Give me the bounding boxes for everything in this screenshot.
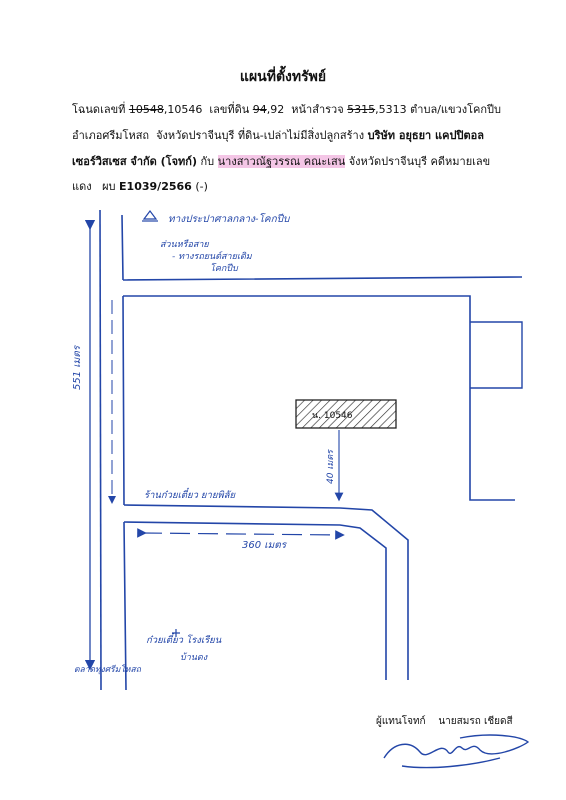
cross-marker-icon — [172, 629, 180, 637]
bottom-note-1: ก๋วยเตี๋ยว โรงเรียน — [146, 633, 222, 646]
deed-line-3: เซอร์วิสเซส จำกัด (โจทก์) กับ นางสาวณัฐว… — [72, 152, 512, 170]
page-title: แผนที่ตั้งทรัพย์ — [239, 69, 327, 85]
signature-scribble — [383, 734, 530, 769]
province: จังหวัดปราจีนบุรี — [156, 129, 235, 142]
plaintiff: บริษัท อยุธยา แคปปิตอล — [367, 129, 484, 142]
subdistrict: ตำบล/แขวงโคกปีบ — [410, 103, 501, 116]
deed-line-4: แดง ผบ E1039/2566 (-) — [72, 177, 512, 195]
signature-name: นายสมรถ เชียดสี — [438, 716, 513, 727]
deed-label: โฉนดเลขที่ — [72, 103, 126, 116]
top-road — [122, 276, 523, 501]
bottom-left-note: ตลาดทุ่งศรีมโหสถ — [74, 664, 142, 675]
shop-note: ร้านก๋วยเตี๋ยว ยายพิลัย — [144, 488, 236, 501]
left-note-3: โคกปีบ — [210, 262, 239, 274]
deed-line-1: โฉนดเลขที่ 10548,10546 เลขที่ดิน 94,92 ห… — [72, 100, 512, 118]
right-building — [470, 321, 523, 389]
bottom-note-2: บ้านดง — [180, 652, 208, 663]
land-old-number: 94 — [252, 103, 267, 116]
signature-role: ผู้แทนโจทก์ — [376, 716, 426, 727]
vertical-distance-label: 551 เมตร — [72, 344, 83, 390]
left-note-2: - ทางรถยนต์สายเดิม — [172, 251, 253, 262]
case-number: E1039/2566 — [119, 180, 192, 193]
survey-label: หน้าสำรวจ — [291, 103, 344, 116]
main-road-left-edge — [99, 209, 102, 691]
district: อำเภอศรีมโหสถ — [72, 129, 150, 142]
case-suffix: (-) — [195, 180, 208, 193]
deed-number: ,10546 — [163, 103, 203, 116]
court-info: จังหวัดปราจีนบุรี คดีหมายเลข — [348, 155, 491, 168]
top-note: ทางประปาศาลกลาง-โคกปีบ — [168, 213, 291, 225]
land-number-label: เลขที่ดิน — [209, 103, 250, 116]
horizontal-distance-label: 360 เมตร — [242, 540, 288, 551]
plaintiff-continued: เซอร์วิสเซส จำกัด (โจทก์) — [72, 155, 197, 168]
land-number: ,92 — [266, 103, 285, 116]
plot-distance-label: 40 เมตร — [326, 449, 336, 484]
with-word: กับ — [200, 155, 215, 168]
horizontal-distance-arrow — [137, 528, 345, 540]
survey-number: ,5313 — [375, 103, 407, 116]
plot-label: น. 10546 — [312, 411, 353, 421]
main-road-right-edge — [121, 214, 127, 691]
land-status: ที่ดิน-เปล่าไม่มีสิ่งปลูกสร้าง — [237, 129, 365, 142]
defendant-name: นางสาวณัฐวรรณ คณะเสน — [217, 155, 346, 168]
case-color: แดง — [72, 180, 92, 193]
case-prefix: ผบ — [102, 180, 116, 193]
deed-line-2: อำเภอศรีมโหสถ จังหวัดปราจีนบุรี ที่ดิน-เ… — [72, 126, 512, 144]
land-plot — [295, 399, 397, 429]
left-note-1: ส่วนหรือสาย — [160, 239, 209, 250]
signature-block: ผู้แทนโจทก์ นายสมรถ เชียดสี — [376, 714, 513, 729]
survey-old-number: 5315 — [347, 103, 376, 116]
landmark-triangle-icon — [142, 210, 158, 220]
deed-old-number: 10548 — [128, 103, 164, 116]
bottom-road — [123, 504, 409, 680]
